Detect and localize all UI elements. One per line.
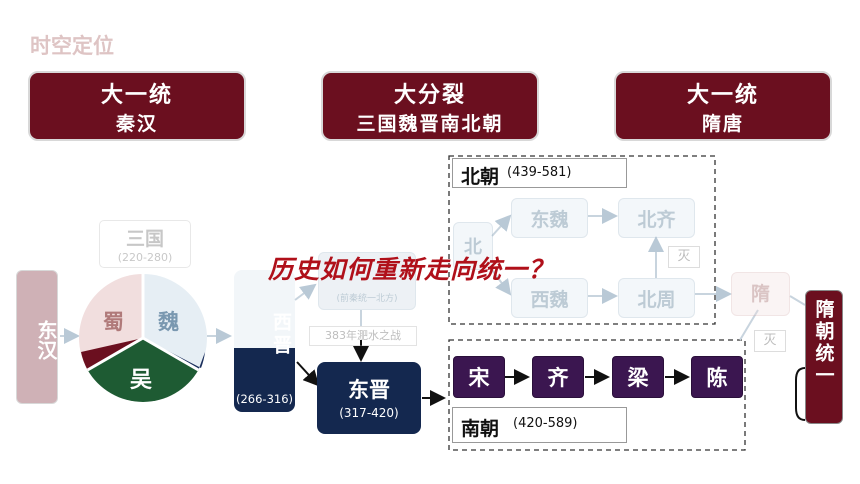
overlay-question: 历史如何重新走向统一？ [268,255,555,284]
node-qianqin: (前秦统一北方) [318,252,416,310]
node-xiwei: 西魏 [511,278,588,318]
node-qianqin-sub: (前秦统一北方) [336,294,398,304]
nanchao-header: 南朝 (420-589) [452,407,627,443]
node-qi: 齐 [532,356,584,398]
node-xijin-top [234,270,295,352]
node-dongjin-years: (317-420) [339,406,399,420]
node-bei: 北 [453,222,493,270]
banner-division-subtitle: 三国魏晋南北朝 [356,113,504,135]
beichao-header: 北朝 (439-581) [452,158,627,188]
banner-division-title: 大分裂 [393,82,466,108]
node-beizhou: 北周 [618,278,695,318]
nanchao-label: 南朝 [461,418,500,440]
banner-qin-han-subtitle: 秦汉 [115,113,158,135]
node-song: 宋 [453,356,505,398]
node-dongjin-label: 东晋 [348,378,390,402]
node-sanguo-years: (220-280) [117,251,173,264]
page-title: 时空定位 [30,34,114,58]
node-sui: 隋 [731,272,790,316]
pie-label-wu: 吴 [130,368,153,393]
node-xijin-label: 西晋 [270,312,292,358]
banner-qin-han-title: 大一统 [100,82,173,108]
node-beiqi: 北齐 [618,198,695,238]
pie-label-shu: 蜀 [103,310,124,334]
node-donghan-label: 东汉 [34,320,58,360]
beichao-label: 北朝 [461,166,500,188]
node-sui-unify-label: 隋朝统一 [812,299,835,387]
node-chen: 陈 [691,356,743,398]
mie-label-north: 灭 [668,246,700,268]
nanchao-years: (420-589) [513,416,578,431]
pie-label-wei: 魏 [158,310,179,334]
beichao-years: (439-581) [507,165,572,180]
banner-division: 大分裂 三国魏晋南北朝 [321,71,539,141]
three-kingdoms-pie [79,274,207,402]
node-xijin-years: (266-316) [235,392,294,406]
node-sanguo-label: 三国 [125,228,164,250]
node-sanguo: 三国 (220-280) [99,220,191,268]
banner-sui-tang-subtitle: 隋唐 [701,113,744,135]
mie-label-south: 灭 [754,330,786,352]
node-feishui: 383年淝水之战 [309,326,417,346]
banner-sui-tang: 大一统 隋唐 [614,71,832,141]
node-dongwei: 东魏 [511,198,588,238]
banner-sui-tang-title: 大一统 [686,82,759,108]
node-xijin-bottom [234,348,295,412]
node-sui-unify: 隋朝统一 [805,290,843,424]
node-donghan [16,270,58,404]
node-liang: 梁 [612,356,664,398]
banner-qin-han: 大一统 秦汉 [28,71,246,141]
node-dongjin: 东晋 (317-420) [317,362,421,434]
